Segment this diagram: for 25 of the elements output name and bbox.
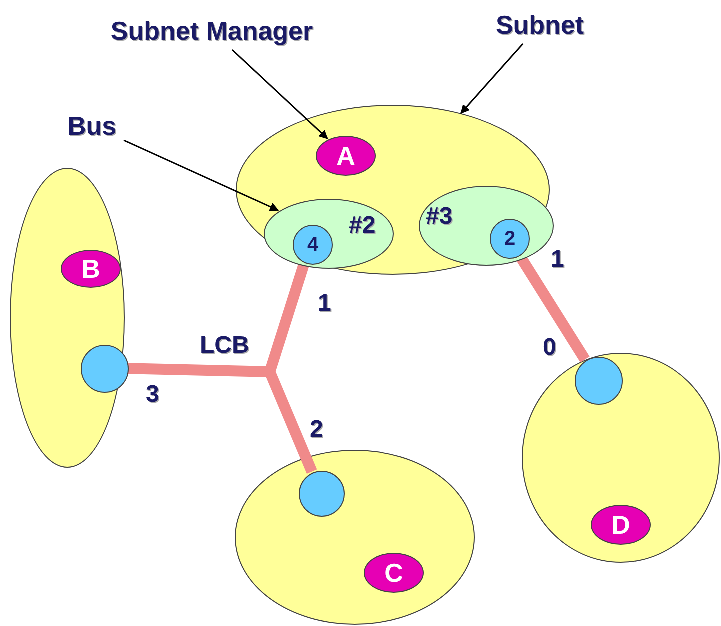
callout-text: Subnet Manager <box>92 12 332 50</box>
leader-line <box>460 44 524 114</box>
callout-text: Bus <box>60 108 124 144</box>
callout-text: Subnet <box>488 6 592 44</box>
port-circle <box>81 345 129 393</box>
port-number: 1 <box>551 248 564 272</box>
bus-label: #3 <box>426 203 453 231</box>
port-circle: 2 <box>490 219 530 259</box>
host-node: C <box>364 553 424 593</box>
switch-label: LCB <box>200 332 270 372</box>
port-number: 0 <box>543 336 556 360</box>
port-circle: 4 <box>293 225 333 265</box>
host-node: D <box>591 505 651 545</box>
leader-line <box>232 49 328 140</box>
link-line <box>128 363 270 378</box>
port-number: 3 <box>146 383 160 407</box>
port-number: 1 <box>318 292 332 316</box>
port-number: 2 <box>310 418 324 442</box>
host-node: B <box>61 250 121 288</box>
link-line <box>264 370 318 474</box>
leader-line <box>124 140 280 212</box>
port-circle <box>575 357 623 405</box>
port-circle <box>299 471 345 517</box>
bus-label: #2 <box>349 212 376 240</box>
host-node: A <box>316 136 376 176</box>
